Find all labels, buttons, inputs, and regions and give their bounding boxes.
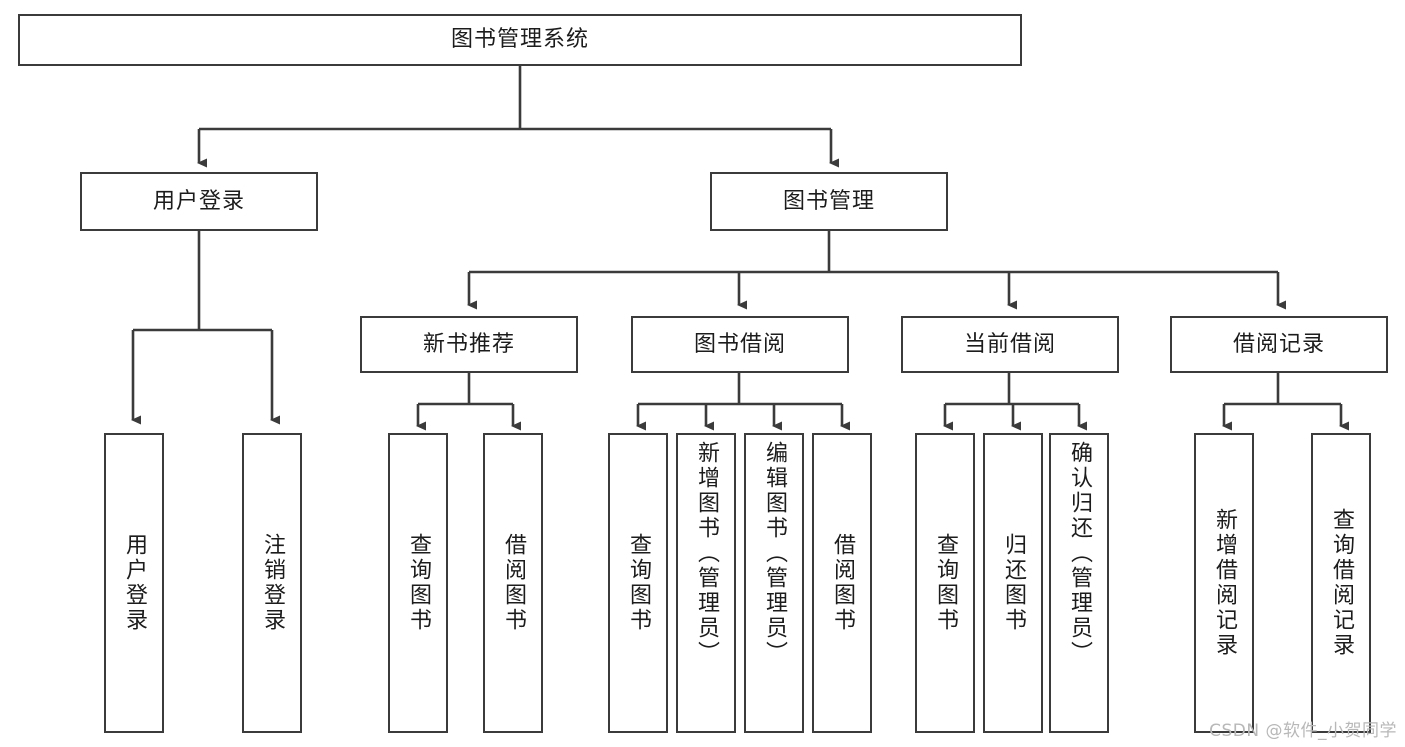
leaf-query-borrow-record-label: 查询借阅记录	[1329, 508, 1354, 658]
leaf-query-book-3-label: 查询图书	[933, 533, 958, 633]
root-node-label: 图书管理系统	[450, 27, 589, 53]
node-book-management[interactable]: 图书管理	[710, 172, 948, 231]
leaf-edit-book-admin[interactable]: 编辑图书（管理员）	[744, 433, 804, 733]
leaf-query-book-1[interactable]: 查询图书	[388, 433, 448, 733]
leaf-query-borrow-record[interactable]: 查询借阅记录	[1311, 433, 1371, 733]
leaf-borrow-book-2[interactable]: 借阅图书	[812, 433, 872, 733]
leaf-logout-label: 注销登录	[260, 533, 285, 633]
leaf-user-login[interactable]: 用户登录	[104, 433, 164, 733]
leaf-logout[interactable]: 注销登录	[242, 433, 302, 733]
node-borrow-record-label: 借阅记录	[1232, 331, 1325, 357]
leaf-query-book-2-label: 查询图书	[626, 533, 651, 633]
root-node[interactable]: 图书管理系统	[18, 14, 1022, 66]
leaf-confirm-return-admin[interactable]: 确认归还（管理员）	[1049, 433, 1109, 733]
leaf-add-borrow-record-label: 新增借阅记录	[1212, 508, 1237, 658]
leaf-edit-book-admin-label: 编辑图书（管理员）	[762, 441, 787, 666]
node-new-book-recommend-label: 新书推荐	[422, 331, 515, 357]
leaf-return-book[interactable]: 归还图书	[983, 433, 1043, 733]
leaf-user-login-label: 用户登录	[122, 533, 147, 633]
leaf-borrow-book-1-label: 借阅图书	[501, 533, 526, 633]
leaf-add-book-admin[interactable]: 新增图书（管理员）	[676, 433, 736, 733]
node-user-login[interactable]: 用户登录	[80, 172, 318, 231]
node-user-login-label: 用户登录	[152, 188, 245, 214]
leaf-query-book-2[interactable]: 查询图书	[608, 433, 668, 733]
node-current-borrow[interactable]: 当前借阅	[901, 316, 1119, 373]
leaf-borrow-book-2-label: 借阅图书	[830, 533, 855, 633]
leaf-query-book-3[interactable]: 查询图书	[915, 433, 975, 733]
leaf-confirm-return-admin-label: 确认归还（管理员）	[1067, 441, 1092, 666]
leaf-add-borrow-record[interactable]: 新增借阅记录	[1194, 433, 1254, 733]
node-current-borrow-label: 当前借阅	[963, 331, 1056, 357]
leaf-borrow-book-1[interactable]: 借阅图书	[483, 433, 543, 733]
node-book-borrow-label: 图书借阅	[693, 331, 786, 357]
node-borrow-record[interactable]: 借阅记录	[1170, 316, 1388, 373]
node-book-borrow[interactable]: 图书借阅	[631, 316, 849, 373]
leaf-add-book-admin-label: 新增图书（管理员）	[694, 441, 719, 666]
node-new-book-recommend[interactable]: 新书推荐	[360, 316, 578, 373]
node-book-management-label: 图书管理	[782, 188, 875, 214]
csdn-watermark: CSDN @软件_小贺同学	[1209, 721, 1397, 741]
leaf-return-book-label: 归还图书	[1001, 533, 1026, 633]
leaf-query-book-1-label: 查询图书	[406, 533, 431, 633]
